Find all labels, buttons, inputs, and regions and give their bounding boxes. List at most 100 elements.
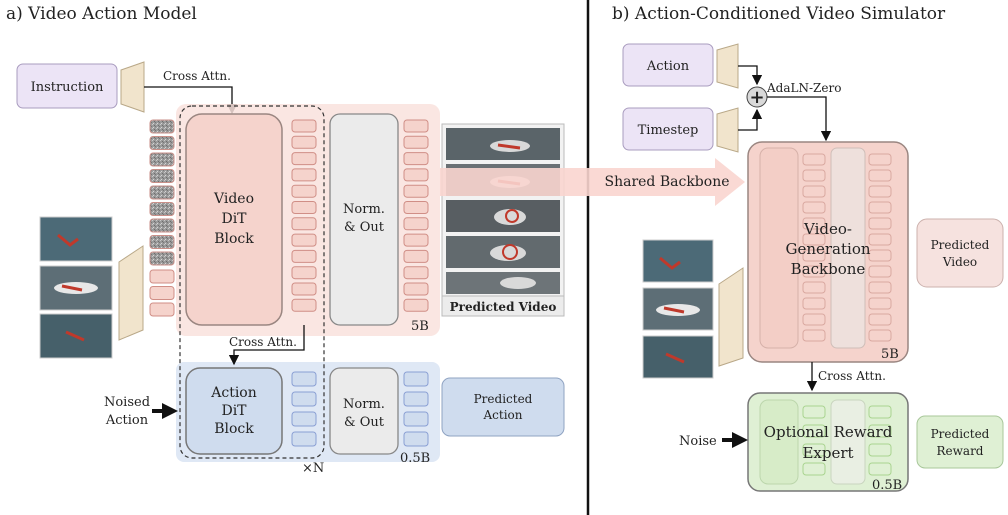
backbone-token xyxy=(802,217,826,230)
output-token xyxy=(403,298,429,312)
output-token xyxy=(403,249,429,263)
video-dit-line2: DiT xyxy=(221,211,247,227)
norm-out-2-line2: & Out xyxy=(344,415,385,430)
action-output-token xyxy=(403,371,429,387)
reward-token xyxy=(868,443,892,457)
instruction-label: Instruction xyxy=(31,80,104,95)
backbone-token xyxy=(802,313,826,326)
backbone-token xyxy=(802,297,826,310)
video-token xyxy=(291,233,317,247)
video-token xyxy=(291,168,317,182)
video-token xyxy=(291,152,317,166)
noise-token xyxy=(149,136,175,150)
backbone-token xyxy=(868,217,892,230)
reward-token xyxy=(802,424,826,438)
backbone-token xyxy=(802,249,826,262)
input-frames xyxy=(39,216,113,359)
predicted-reward-line1: Predicted xyxy=(931,427,990,441)
reward-expert-line1: Optional Reward xyxy=(764,423,893,441)
video-token xyxy=(291,282,317,296)
instruction-box xyxy=(16,63,118,109)
predicted-reward-box xyxy=(916,415,1004,469)
norm-out-2-line1: Norm. xyxy=(343,397,385,412)
right-video-encoder xyxy=(718,267,744,367)
action-output-token xyxy=(403,391,429,407)
output-token xyxy=(403,184,429,198)
reward-token xyxy=(868,424,892,438)
action-dit-line1: Action xyxy=(210,385,257,401)
backbone-token xyxy=(802,185,826,198)
action-encoder xyxy=(716,43,739,89)
noise-token xyxy=(149,235,175,249)
output-token xyxy=(403,168,429,182)
noise-token xyxy=(149,119,175,134)
reward-expert-line2: Expert xyxy=(802,444,853,462)
backbone-token xyxy=(868,265,892,278)
action-input-label: Action xyxy=(646,59,690,74)
video-token xyxy=(291,135,317,149)
noise-token xyxy=(149,202,175,216)
plus-icon: + xyxy=(749,87,764,108)
norm-out-block xyxy=(329,113,399,326)
backbone-token xyxy=(802,201,826,214)
backbone-token xyxy=(802,233,826,246)
video-token xyxy=(291,184,317,198)
backbone-line2: Generation xyxy=(785,240,870,258)
backbone-token-column-2 xyxy=(868,153,892,342)
size-05b-left: 0.5B xyxy=(400,451,430,466)
noised-action-line2: Action xyxy=(105,413,149,428)
backbone-token xyxy=(802,281,826,294)
backbone-inner-left xyxy=(759,147,799,349)
video-dit-block xyxy=(185,113,283,326)
action-to-sum-arrow xyxy=(738,65,763,86)
noise-token-column xyxy=(149,119,175,317)
video-encoder xyxy=(118,245,144,341)
timestep-encoder xyxy=(716,107,739,153)
action-token-column xyxy=(291,371,317,447)
video-latent-token xyxy=(149,302,175,317)
noise-token xyxy=(149,251,175,266)
reward-inner-mid xyxy=(830,399,866,485)
shared-backbone-arrow xyxy=(440,158,745,206)
predicted-video-right-box xyxy=(916,218,1004,288)
backbone-token xyxy=(868,169,892,182)
reward-token xyxy=(802,405,826,419)
norm-out-block-2 xyxy=(329,367,399,455)
output-token xyxy=(403,135,429,149)
instruction-encoder xyxy=(120,61,145,113)
predicted-video-right-line2: Video xyxy=(942,255,977,269)
output-token-column xyxy=(403,119,429,312)
reward-token xyxy=(802,462,826,476)
timestep-input-box xyxy=(622,107,714,151)
video-token-column xyxy=(291,119,317,312)
backbone-token xyxy=(802,153,826,166)
video-token xyxy=(291,217,317,231)
predicted-action-line2: Action xyxy=(483,408,523,422)
backbone-line3: Backbone xyxy=(791,260,866,278)
video-token xyxy=(291,266,317,280)
cross-attn-mid-label: Cross Attn. xyxy=(229,335,297,349)
cross-attn-top-label: Cross Attn. xyxy=(163,69,231,83)
video-token xyxy=(291,201,317,214)
backbone-token xyxy=(802,169,826,182)
predicted-video-caption-box xyxy=(441,295,565,317)
action-dit-line2: DiT xyxy=(221,403,247,419)
adaln-label: AdaLN-Zero xyxy=(766,81,841,95)
noise-token xyxy=(149,169,175,183)
norm-out-line1: Norm. xyxy=(343,202,385,217)
video-dit-line1: Video xyxy=(213,191,254,207)
predicted-action-line1: Predicted xyxy=(474,392,533,406)
backbone-token xyxy=(868,281,892,294)
output-token xyxy=(403,282,429,296)
backbone-token xyxy=(868,249,892,262)
backbone-inner-mid xyxy=(830,147,866,349)
reward-token-column-1 xyxy=(802,405,826,476)
backbone-token xyxy=(868,201,892,214)
times-n-label: ×N xyxy=(302,461,324,476)
video-token xyxy=(291,249,317,263)
video-latent-token xyxy=(149,269,175,284)
output-token xyxy=(403,119,429,133)
size-5b-left: 5B xyxy=(411,319,429,334)
repeat-block-outline xyxy=(179,105,325,459)
